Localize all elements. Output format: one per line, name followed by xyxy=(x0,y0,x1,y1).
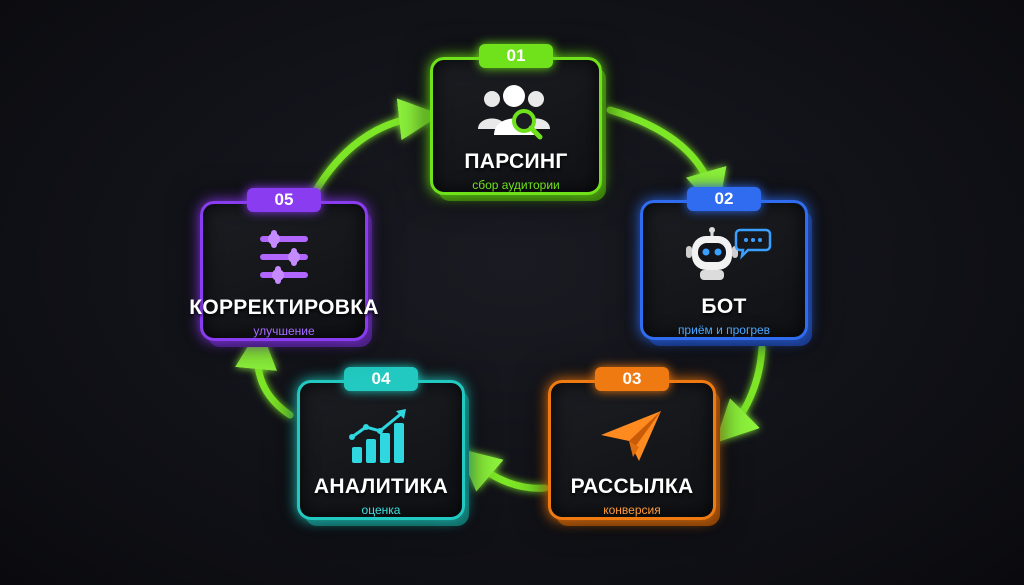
step-number-badge: 05 xyxy=(247,188,321,212)
step-title: РАССЫЛКА xyxy=(570,475,694,498)
step-subtitle: приём и прогрев xyxy=(677,323,771,337)
bar-chart-icon xyxy=(346,405,416,467)
arrow-1-to-2 xyxy=(606,106,727,213)
arrow-5-to-1 xyxy=(311,98,441,196)
step-title: ПАРСИНГ xyxy=(464,150,568,173)
step-number-badge: 02 xyxy=(687,187,761,211)
step-subtitle: улучшение xyxy=(253,324,315,338)
arrow-3-to-4 xyxy=(458,448,549,492)
users-search-icon xyxy=(474,82,558,142)
step-title: КОРРЕКТИРОВКА xyxy=(189,296,379,319)
arrow-4-to-5 xyxy=(235,327,294,419)
step-number-badge: 01 xyxy=(479,44,553,68)
step-card-mailing: 03 РАССЫЛКА конверсия xyxy=(548,367,716,520)
step-card-bot: 02 БОТ приём и прогрев xyxy=(640,187,808,340)
step-title: БОТ xyxy=(701,295,747,318)
step-card-parsing: 01 ПАРСИНГ сбор аудитории xyxy=(430,44,602,195)
step-subtitle: оценка xyxy=(361,503,401,517)
step-subtitle: конверсия xyxy=(603,503,661,517)
step-card-correction: 05 КОРРЕКТИРОВКА улучшение xyxy=(189,188,378,341)
step-subtitle: сбор аудитории xyxy=(472,178,560,192)
step-number-badge: 03 xyxy=(595,367,669,391)
robot-chat-icon xyxy=(676,225,772,287)
arrow-2-to-3 xyxy=(715,344,766,443)
paper-plane-icon xyxy=(597,405,667,467)
step-number-badge: 04 xyxy=(344,367,418,391)
step-title: АНАЛИТИКА xyxy=(313,475,449,498)
step-card-analytics: 04 АНАЛИТИКА оценка xyxy=(297,367,465,520)
sliders-icon xyxy=(254,226,314,288)
